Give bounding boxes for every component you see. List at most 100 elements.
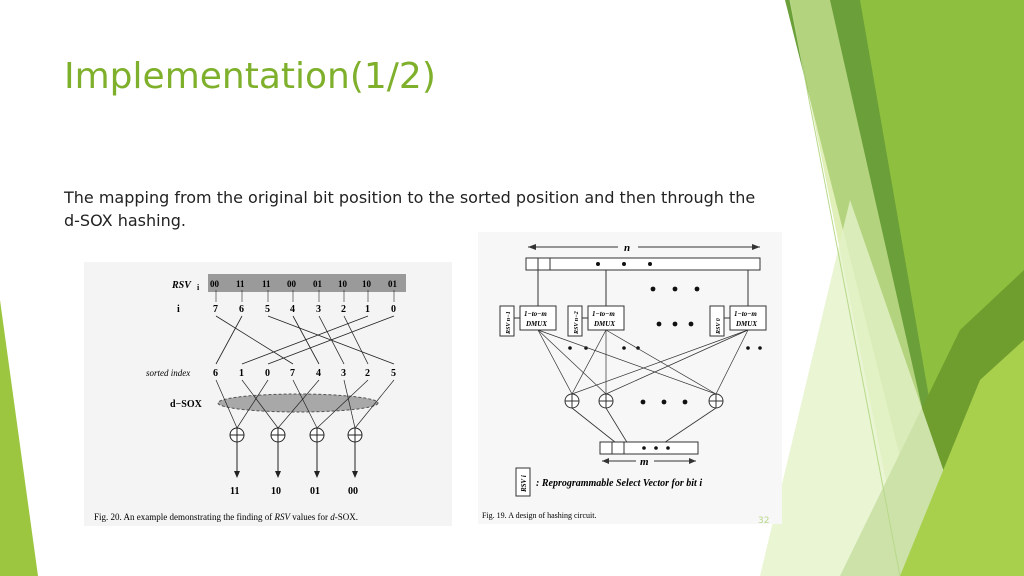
input-register [525,257,761,271]
rsv-box-label: RSV 0 [716,318,722,335]
ellipsis-dot [694,286,700,292]
index-value: 7 [213,304,218,315]
page-number: 32 [758,516,770,526]
xor-input-line [277,379,320,429]
dmux-label-bottom: DMUX [593,320,615,328]
ellipsis-dot [642,446,646,450]
ellipsis-dot [746,346,750,350]
dmux-to-xor-wire [571,329,607,395]
slide-body-text: The mapping from the original bit positi… [64,188,756,230]
index-value: 1 [365,304,370,315]
dsox-label: d−SOX [170,399,203,410]
mapping-line [215,315,294,365]
mapping-line [267,315,395,365]
rsv-value: 00 [210,279,220,289]
ellipsis-dot [648,262,652,266]
ellipsis-dot [568,346,572,350]
dmux-to-xor-wire [537,329,717,395]
sorted-index-value: 5 [391,368,396,379]
legend-rsv-box [515,467,531,497]
rsv-value: 11 [236,279,245,289]
sorted-index-value: 3 [341,368,346,379]
rsv-box [499,305,515,337]
xor-input-line [241,379,279,429]
figure-20-caption: Fig. 20. An example demonstrating the fi… [94,512,358,522]
dmux-label-top: 1−to−m [524,310,547,318]
rsv-value: 00 [287,279,297,289]
dmux-label-top: 1−to−m [734,310,757,318]
dmux-block [519,305,557,331]
arrowhead [752,244,760,250]
index-value: 5 [265,304,270,315]
rsv-box-label: RSV n−1 [506,311,512,335]
ellipsis-dot [682,399,688,405]
sorted-index-value: 0 [265,368,270,379]
xor-input-line [343,379,356,429]
xor-to-output-wire [665,407,717,443]
ellipsis-dot [672,286,678,292]
lower-pale-triangle [760,200,980,576]
ellipsis-dot [596,262,600,266]
left-green-sliver [0,300,38,576]
sorted-index-value: 1 [239,368,244,379]
ellipsis-dot [672,321,678,327]
xor-to-output-wire [571,407,616,443]
ellipsis-dot [622,346,626,350]
ellipsis-dot [622,262,626,266]
dmux-to-xor-wire [537,329,607,395]
arrowhead [314,471,320,478]
dsox-ellipse [217,393,379,413]
ellipsis-dot [650,286,656,292]
mapping-line [215,315,243,365]
rsv-label: RSV [171,280,192,291]
figure-20-background [84,262,452,526]
index-value: 0 [391,304,396,315]
sorted-index-value: 7 [290,368,295,379]
arrowhead [352,471,358,478]
rsv-subscript: i [197,283,200,292]
rsv-box-label: RSV n−2 [574,311,580,335]
index-value: 4 [290,304,295,315]
dmux-to-xor-wire [537,329,573,395]
legend-description: : Reprogrammable Select Vector for bit i [536,478,702,489]
dmux-to-xor-wire [605,329,749,395]
output-value: 11 [230,486,239,497]
arrowhead [275,471,281,478]
sorted-index-value: 4 [316,368,321,379]
xor-input-line [215,379,238,429]
xor-to-output-wire [605,407,628,443]
sorted-index-value: 6 [213,368,218,379]
rsv-box [567,305,583,337]
ellipsis-dot [640,399,646,405]
output-value: 01 [310,486,320,497]
ellipsis-dot [758,346,762,350]
xor-input-line [316,379,369,429]
thin-accent-line [789,0,901,576]
n-label: n [624,242,630,254]
rsv-box [709,305,725,337]
lower-light-triangle [900,340,1024,576]
dmux-label-bottom: DMUX [735,320,757,328]
xor-input-line [292,379,318,429]
arrowhead [602,458,609,464]
output-register [599,441,699,455]
dmux-label-top: 1−to−m [592,310,615,318]
mapping-line [241,315,369,365]
index-value: 2 [341,304,346,315]
figure-19-caption: Fig. 19. A design of hashing circuit. [482,511,596,520]
index-value: 6 [239,304,244,315]
sorted-index-value: 2 [365,368,370,379]
ellipsis-dot [656,321,662,327]
arrowhead [528,244,536,250]
arrowhead [689,458,696,464]
output-value: 00 [348,486,358,497]
output-value: 10 [271,486,281,497]
sorted-index-label: sorted index [146,368,190,378]
rsv-value: 10 [362,279,372,289]
ellipsis-dot [688,321,694,327]
rsv-value: 01 [388,279,398,289]
arrowhead [234,471,240,478]
